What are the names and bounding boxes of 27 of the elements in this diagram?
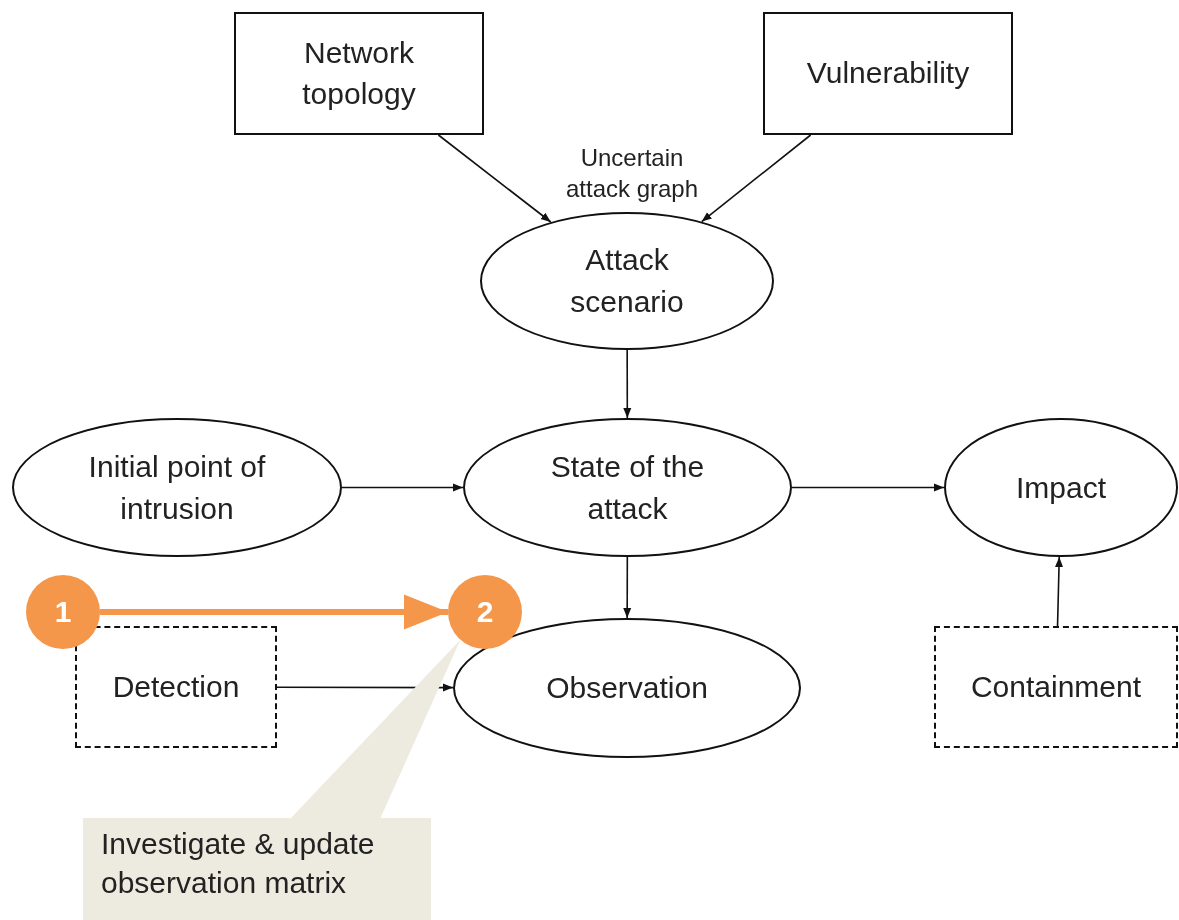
step-number: 1	[54, 597, 72, 627]
arrow	[700, 134, 812, 223]
node-label: Investigate & update observation matrix	[101, 826, 376, 901]
node-label: Observation	[545, 670, 709, 706]
node-label: State of the attack	[549, 448, 706, 527]
process-box	[234, 12, 484, 135]
arrow	[1055, 556, 1063, 627]
arrow	[791, 483, 945, 492]
arrow	[341, 483, 464, 492]
node-label: Detection	[111, 668, 241, 705]
arrow	[100, 594, 448, 630]
dashed-box	[75, 626, 277, 748]
node-label: Vulnerability	[805, 55, 971, 92]
annotation-label: Uncertain attack graph	[564, 143, 700, 205]
dashed-box	[934, 626, 1178, 748]
arrow	[437, 134, 552, 223]
arrow	[623, 556, 632, 619]
node-label: Impact	[1015, 469, 1107, 506]
process-box	[763, 12, 1013, 135]
node-label: Network topology	[301, 35, 417, 112]
step-number: 2	[476, 597, 494, 627]
callout-pointer	[290, 639, 461, 819]
arrow	[623, 349, 632, 419]
callout-box	[83, 818, 431, 920]
node-label: Containment	[969, 668, 1143, 705]
node-label: Attack scenario	[569, 242, 685, 320]
node-label: Initial point of intrusion	[87, 448, 267, 527]
